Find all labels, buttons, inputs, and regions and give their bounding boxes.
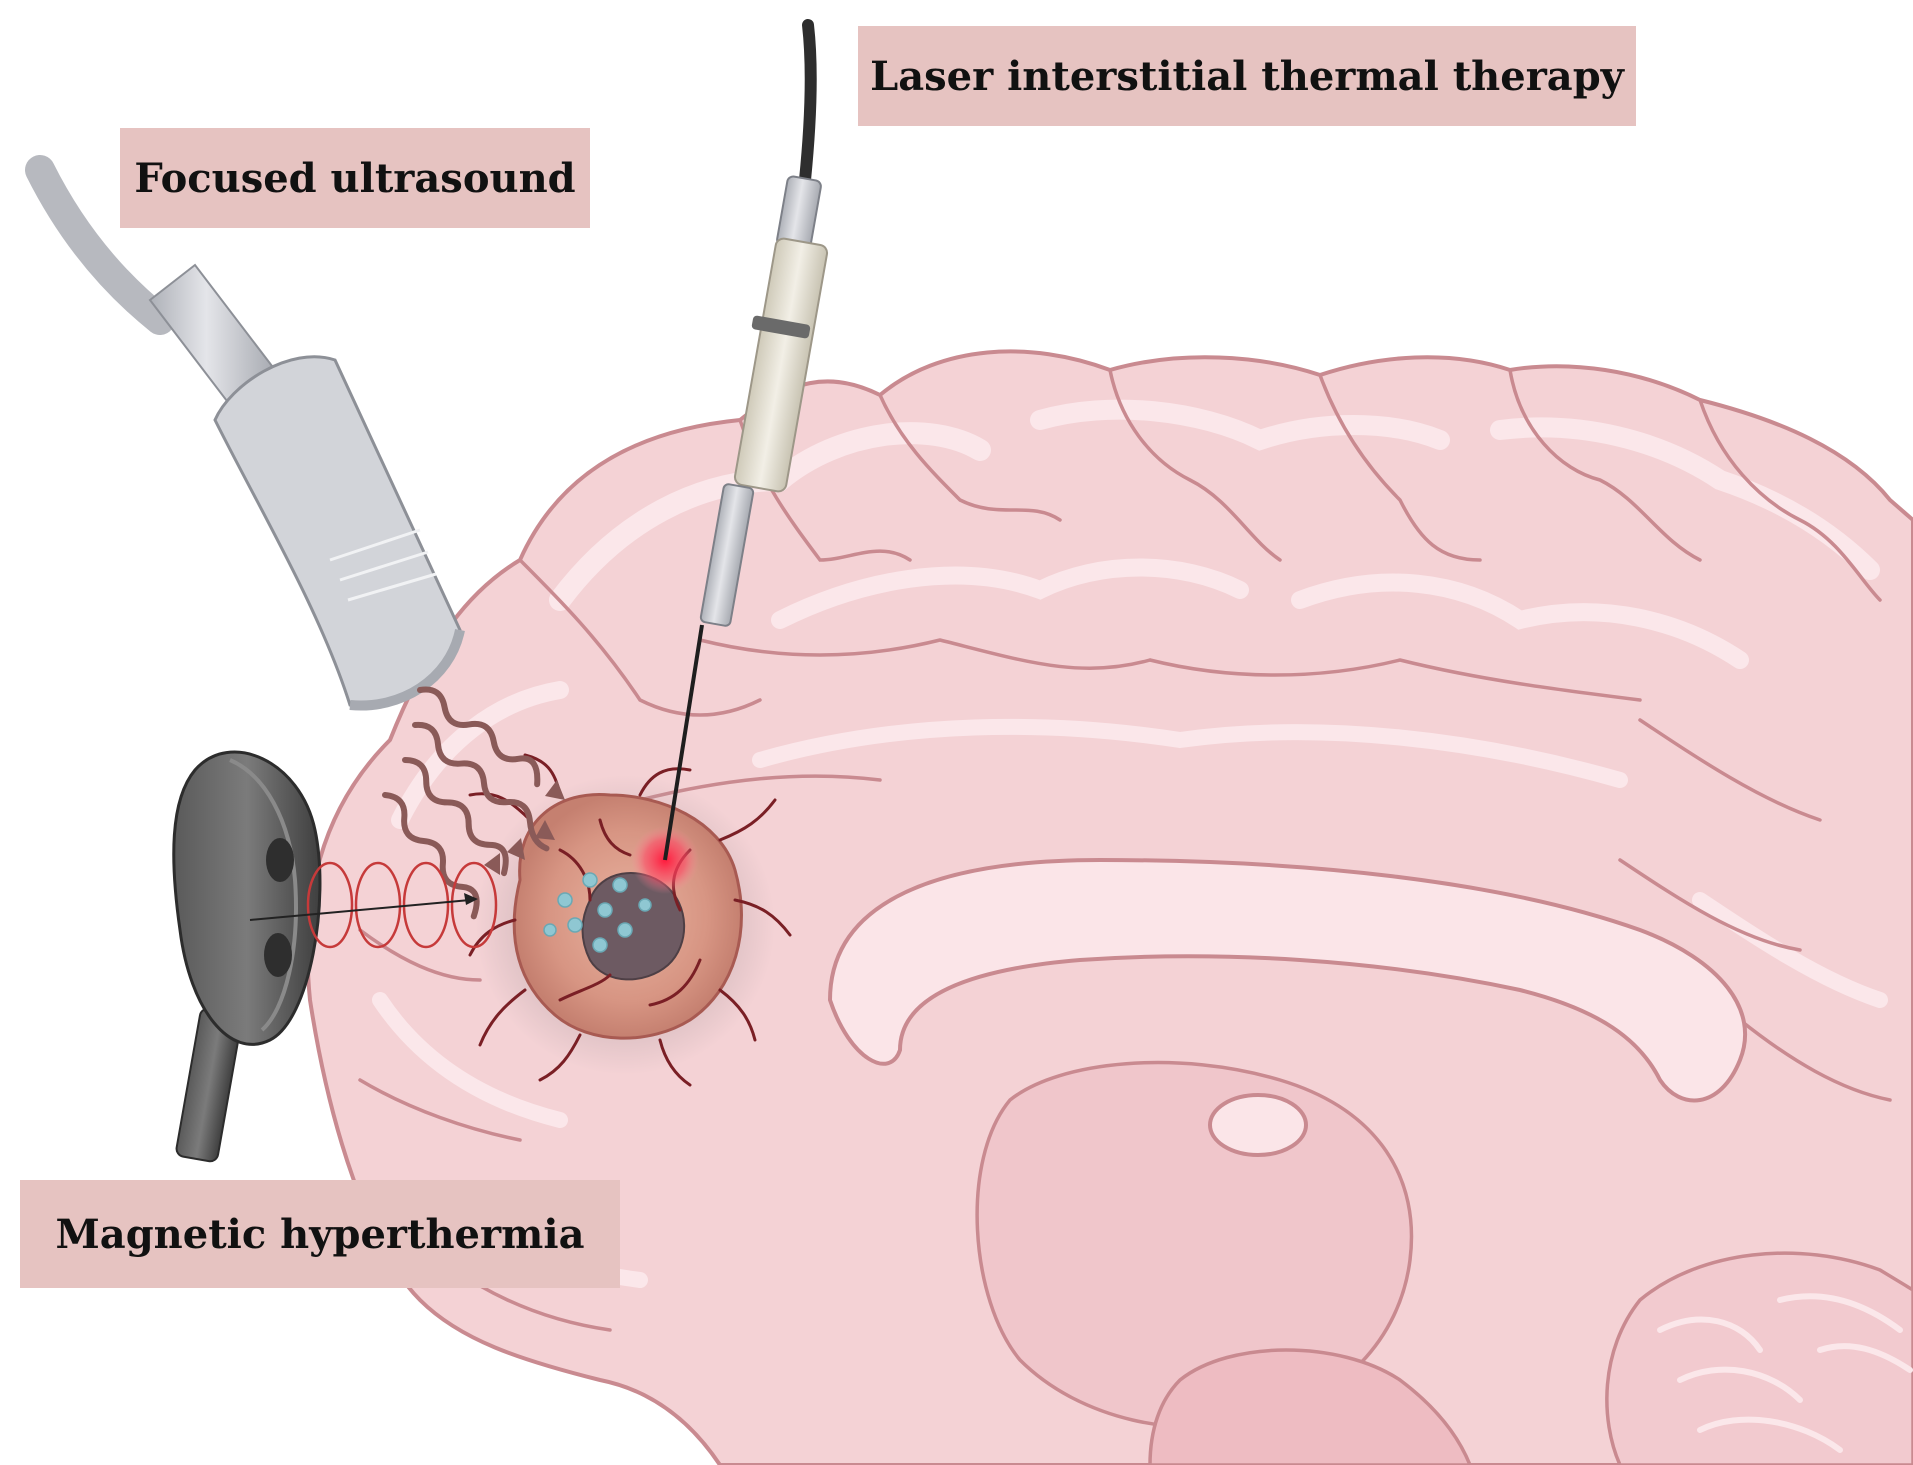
- wave-arrowheads: [484, 780, 565, 875]
- laser-fiber: [663, 624, 704, 861]
- laser-probe: [663, 19, 829, 861]
- magnetic-coil: [172, 750, 322, 1163]
- coil-body: [172, 750, 322, 1046]
- laser-probe-sleeve: [733, 237, 829, 493]
- ultrasound-transducer: [25, 155, 465, 711]
- nanoparticles: [543, 872, 652, 953]
- ultrasound-waves: [382, 686, 550, 920]
- cerebellum: [1605, 1251, 1913, 1465]
- field-axis-arrowhead: [464, 893, 478, 905]
- laser-probe-lower: [699, 483, 755, 627]
- laser-cable: [799, 19, 817, 186]
- ultrasound-head: [213, 355, 462, 708]
- laser-probe-ring: [751, 315, 811, 339]
- label-laser-interstitial-thermal-therapy: Laser interstitial thermal therapy: [858, 26, 1636, 126]
- tumor: [468, 753, 792, 1087]
- label-magnetic-hyperthermia: Magnetic hyperthermia: [20, 1180, 620, 1288]
- field-axis: [249, 899, 471, 921]
- label-focused-ultrasound: Focused ultrasound: [120, 128, 590, 228]
- brain: [305, 349, 1913, 1465]
- ultrasound-cable: [25, 155, 175, 335]
- brainstem: [1148, 1348, 1472, 1465]
- ventricle: [1208, 1093, 1308, 1157]
- corpus-callosum: [827, 857, 1747, 1103]
